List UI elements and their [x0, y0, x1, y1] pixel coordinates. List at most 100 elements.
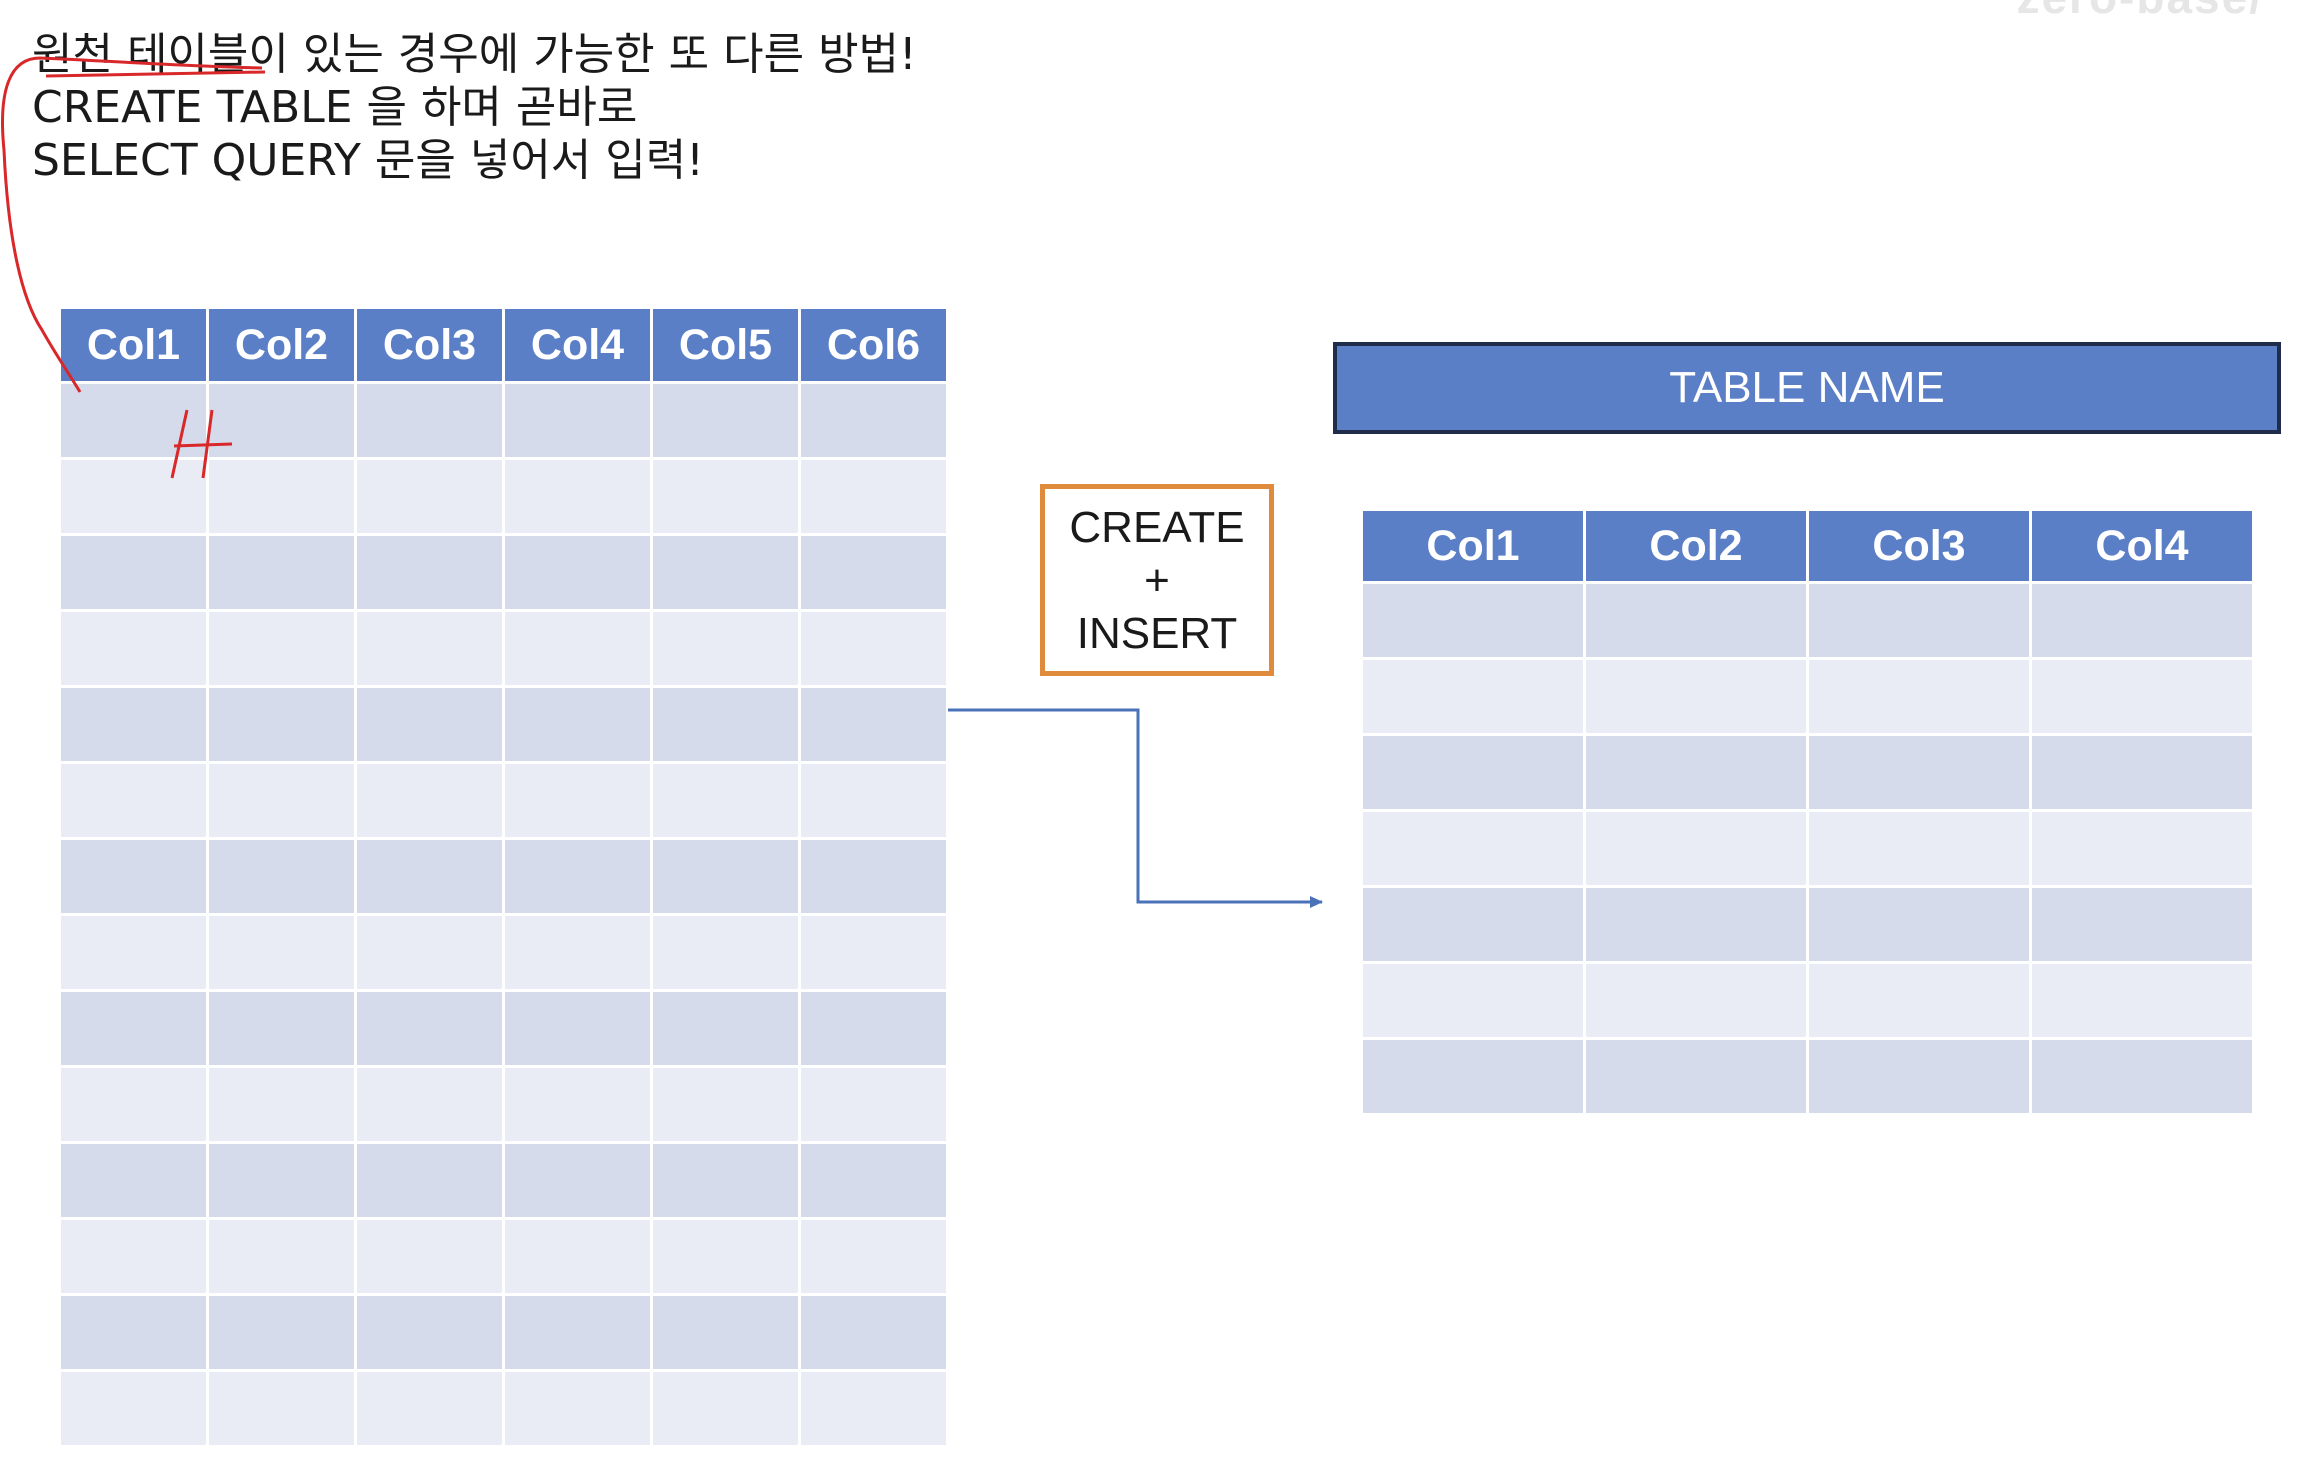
source-table-cell [209, 1220, 354, 1293]
source-table-cell [209, 992, 354, 1065]
source-table-cell [801, 460, 946, 533]
target-table-cell [2032, 584, 2252, 657]
source-table-cell [209, 764, 354, 837]
source-table-cell [209, 1372, 354, 1445]
source-table-body [61, 384, 946, 1445]
source-table-cell [357, 1296, 502, 1369]
target-table-row [1363, 584, 2252, 657]
heading-line-1: 원천 테이블이 있는 경우에 가능한 또 다른 방법! [32, 29, 917, 80]
source-col-header: Col1 [61, 309, 206, 381]
source-table-cell [209, 612, 354, 685]
source-table-cell [653, 1144, 798, 1217]
source-table-cell [505, 384, 650, 457]
source-table-cell [801, 612, 946, 685]
source-table-cell [505, 460, 650, 533]
source-table-row [61, 1068, 946, 1141]
source-table-cell [357, 840, 502, 913]
target-table-cell [1363, 888, 1583, 961]
source-table-row [61, 688, 946, 761]
source-table-cell [357, 688, 502, 761]
source-table-cell [653, 612, 798, 685]
source-table-cell [801, 1144, 946, 1217]
source-table-row [61, 1220, 946, 1293]
source-table-cell [357, 612, 502, 685]
target-col-header: Col2 [1586, 511, 1806, 581]
source-table-cell [357, 384, 502, 457]
target-table-cell [1586, 888, 1806, 961]
target-table-row [1363, 660, 2252, 733]
source-table-cell [653, 992, 798, 1065]
heading-line-2: CREATE TABLE 을 하며 곧바로 [32, 82, 638, 133]
source-table-cell [801, 1372, 946, 1445]
source-table-cell [505, 612, 650, 685]
source-table-cell [653, 764, 798, 837]
source-table-cell [61, 1220, 206, 1293]
source-table-cell [801, 840, 946, 913]
source-table-cell [357, 460, 502, 533]
source-table-cell [505, 764, 650, 837]
target-table-body [1363, 584, 2252, 1113]
source-table-cell [653, 384, 798, 457]
source-table-cell [357, 992, 502, 1065]
target-table-cell [1586, 812, 1806, 885]
source-table-cell [653, 916, 798, 989]
source-table: Col1 Col2 Col3 Col4 Col5 Col6 [58, 306, 949, 1448]
source-table-cell [357, 1372, 502, 1445]
target-table-cell [2032, 964, 2252, 1037]
source-table-cell [61, 1144, 206, 1217]
source-table-row [61, 384, 946, 457]
target-table-cell [1363, 1040, 1583, 1113]
target-table-row [1363, 888, 2252, 961]
target-table-cell [1809, 1040, 2029, 1113]
source-table-cell [61, 460, 206, 533]
source-table-cell [505, 536, 650, 609]
source-table-cell [505, 1372, 650, 1445]
table-name-bar: TABLE NAME [1333, 342, 2281, 434]
source-table-cell [61, 1068, 206, 1141]
target-table-cell [1809, 888, 2029, 961]
target-table-cell [2032, 736, 2252, 809]
source-table-cell [801, 1068, 946, 1141]
source-table-cell [801, 1220, 946, 1293]
target-header-row: Col1 Col2 Col3 Col4 [1363, 511, 2252, 581]
source-table-cell [209, 688, 354, 761]
source-table-cell [209, 1296, 354, 1369]
target-table-cell [1809, 736, 2029, 809]
target-table-cell [2032, 1040, 2252, 1113]
target-table-cell [1363, 812, 1583, 885]
source-table-cell [61, 1296, 206, 1369]
create-insert-box: CREATE + INSERT [1040, 484, 1274, 676]
target-table-cell [1809, 964, 2029, 1037]
source-table-cell [801, 916, 946, 989]
source-table-cell [505, 840, 650, 913]
source-table-row [61, 536, 946, 609]
target-table-cell [1586, 964, 1806, 1037]
source-table-cell [653, 460, 798, 533]
source-table-cell [801, 764, 946, 837]
target-table-cell [2032, 660, 2252, 733]
source-col-header: Col3 [357, 309, 502, 381]
source-table-cell [801, 536, 946, 609]
target-table-cell [1363, 660, 1583, 733]
source-table-row [61, 916, 946, 989]
slide-heading: 원천 테이블이 있는 경우에 가능한 또 다른 방법! CREATE TABLE… [32, 28, 917, 187]
op-line-insert: INSERT [1076, 608, 1238, 658]
source-table-cell [653, 688, 798, 761]
source-table-cell [505, 992, 650, 1065]
source-table-cell [505, 1296, 650, 1369]
source-table-cell [801, 384, 946, 457]
source-col-header: Col6 [801, 309, 946, 381]
op-line-create: CREATE [1069, 502, 1245, 552]
target-table-cell [1809, 660, 2029, 733]
source-col-header: Col5 [653, 309, 798, 381]
source-table-row [61, 992, 946, 1065]
source-table-cell [61, 764, 206, 837]
source-table-cell [357, 1068, 502, 1141]
source-table-cell [801, 688, 946, 761]
target-table-row [1363, 812, 2252, 885]
source-table-cell [653, 1372, 798, 1445]
target-table-row [1363, 736, 2252, 809]
target-table-cell [1363, 736, 1583, 809]
source-table-cell [61, 612, 206, 685]
source-table-cell [801, 1296, 946, 1369]
